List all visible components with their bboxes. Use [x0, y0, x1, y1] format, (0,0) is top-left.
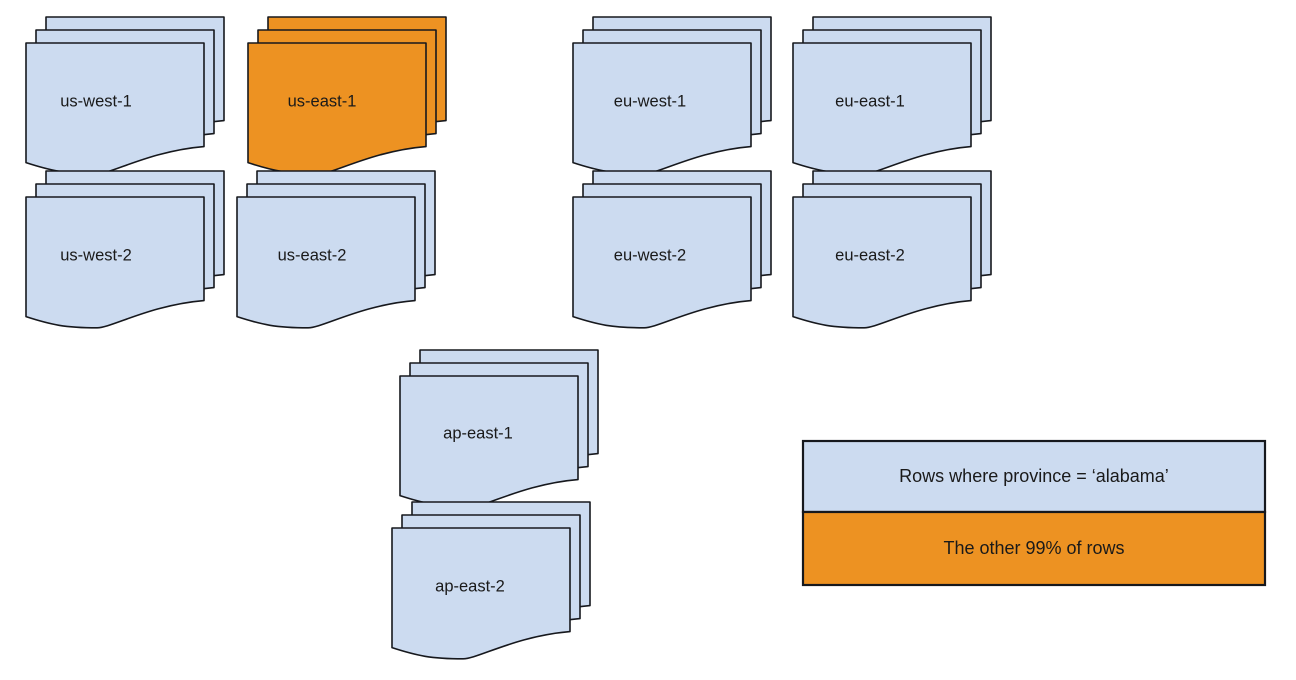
legend-row-other[interactable]: The other 99% of rows [801, 510, 1267, 587]
stack-layer-front [792, 196, 972, 329]
document-stack-eu-west-1[interactable]: eu-west-1 [572, 16, 772, 175]
stack-layer-front [25, 196, 205, 329]
stack-layer-front [572, 196, 752, 329]
stack-layer-front [247, 42, 427, 175]
document-stack-eu-east-2[interactable]: eu-east-2 [792, 170, 992, 329]
document-stack-us-west-2[interactable]: us-west-2 [25, 170, 225, 329]
document-stack-eu-east-1[interactable]: eu-east-1 [792, 16, 992, 175]
document-stack-ap-east-2[interactable]: ap-east-2 [391, 501, 591, 660]
document-stack-ap-east-1[interactable]: ap-east-1 [399, 349, 599, 508]
legend-swatch-blue [801, 439, 1267, 514]
legend-swatch-orange [801, 510, 1267, 587]
document-stack-us-west-1[interactable]: us-west-1 [25, 16, 225, 175]
document-stack-eu-west-2[interactable]: eu-west-2 [572, 170, 772, 329]
document-stack-us-east-2[interactable]: us-east-2 [236, 170, 436, 329]
legend-row-alabama[interactable]: Rows where province = ‘alabama’ [801, 439, 1267, 514]
stack-layer-front [25, 42, 205, 175]
stack-layer-front [399, 375, 579, 508]
document-stack-us-east-1[interactable]: us-east-1 [247, 16, 447, 175]
stack-layer-front [572, 42, 752, 175]
stack-layer-front [391, 527, 571, 660]
stack-layer-front [792, 42, 972, 175]
legend-group: Rows where province = ‘alabama’The other… [801, 439, 1267, 587]
stack-layer-front [236, 196, 416, 329]
